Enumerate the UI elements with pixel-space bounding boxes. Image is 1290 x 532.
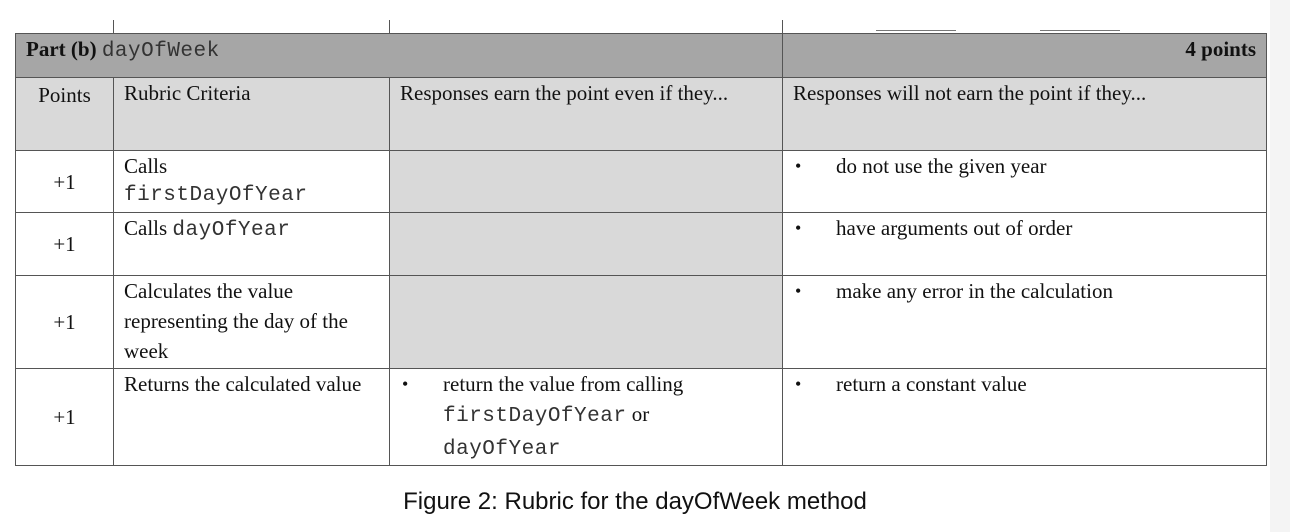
rubric-header-row: Part (b) dayOfWeek 4 points xyxy=(15,33,1267,78)
partial-rule xyxy=(1040,30,1120,31)
previous-table-edge xyxy=(0,0,1290,34)
row-earn-empty xyxy=(389,275,783,369)
bullet-symbol: • xyxy=(795,218,802,238)
earn-or: or xyxy=(631,402,650,426)
not-earn-text: have arguments out of order xyxy=(836,216,1073,240)
column-divider-tick xyxy=(389,20,390,34)
bullet-symbol: • xyxy=(795,374,802,394)
row-criteria: Returns the calculated value xyxy=(113,368,390,466)
col-header-not-earn: Responses will not earn the point if the… xyxy=(782,77,1267,151)
earn-content: return the value from calling firstDayOf… xyxy=(443,369,683,465)
earn-text: return the value from calling xyxy=(443,372,684,396)
row-earn-empty xyxy=(389,212,783,276)
row-criteria: Calls dayOfYear xyxy=(113,212,390,276)
bullet-symbol: • xyxy=(795,156,802,176)
bullet-symbol: • xyxy=(402,374,409,394)
col-header-earn: Responses earn the point even if they... xyxy=(389,77,783,151)
criteria-code: dayOfYear xyxy=(172,219,291,242)
rubric-row: +1 Calls firstDayOfYear • do not use the… xyxy=(15,150,1267,213)
method-name: dayOfWeek xyxy=(101,40,220,63)
page-edge-strip xyxy=(1270,0,1290,532)
column-divider-tick xyxy=(113,20,114,34)
part-label: Part (b) xyxy=(26,37,97,61)
column-divider-tick xyxy=(782,20,783,34)
not-earn-text: do not use the given year xyxy=(836,154,1047,178)
bullet-item: • return the value from calling firstDay… xyxy=(400,369,772,465)
part-title-cell: Part (b) dayOfWeek xyxy=(15,33,783,78)
row-earn: • return the value from calling firstDay… xyxy=(389,368,783,466)
row-points: +1 xyxy=(15,150,114,213)
earn-code: dayOfYear xyxy=(443,438,561,461)
rubric-row: +1 Calculates the value representing the… xyxy=(15,275,1267,369)
bullet-symbol: • xyxy=(795,281,802,301)
bullet-item: • do not use the given year xyxy=(793,151,1256,181)
not-earn-text: make any error in the calculation xyxy=(836,279,1113,303)
row-earn-empty xyxy=(389,150,783,213)
criteria-code: firstDayOfYear xyxy=(124,184,308,207)
figure-caption: Figure 2: Rubric for the dayOfWeek metho… xyxy=(403,488,867,515)
total-points: 4 points xyxy=(782,33,1267,78)
not-earn-text: return a constant value xyxy=(836,372,1027,396)
bullet-item: • return a constant value xyxy=(793,369,1256,399)
row-not-earn: • make any error in the calculation xyxy=(782,275,1267,369)
rubric-table: Part (b) dayOfWeek 4 points Points Rubri… xyxy=(15,33,1267,466)
earn-code: firstDayOfYear xyxy=(443,405,627,428)
row-not-earn: • have arguments out of order xyxy=(782,212,1267,276)
row-not-earn: • return a constant value xyxy=(782,368,1267,466)
row-criteria: Calculates the value representing the da… xyxy=(113,275,390,369)
row-points: +1 xyxy=(15,212,114,276)
bullet-item: • make any error in the calculation xyxy=(793,276,1256,306)
criteria-text: Calls xyxy=(124,154,168,178)
row-points: +1 xyxy=(15,275,114,369)
rubric-row: +1 Calls dayOfYear • have arguments out … xyxy=(15,212,1267,276)
partial-rule xyxy=(876,30,956,31)
row-criteria: Calls firstDayOfYear xyxy=(113,150,390,213)
col-header-criteria: Rubric Criteria xyxy=(113,77,390,151)
col-header-points: Points xyxy=(15,77,114,151)
row-not-earn: • do not use the given year xyxy=(782,150,1267,213)
row-points: +1 xyxy=(15,368,114,466)
rubric-row: +1 Returns the calculated value • return… xyxy=(15,368,1267,466)
column-header-row: Points Rubric Criteria Responses earn th… xyxy=(15,77,1267,151)
criteria-text: Calls xyxy=(124,216,168,240)
bullet-item: • have arguments out of order xyxy=(793,213,1256,243)
